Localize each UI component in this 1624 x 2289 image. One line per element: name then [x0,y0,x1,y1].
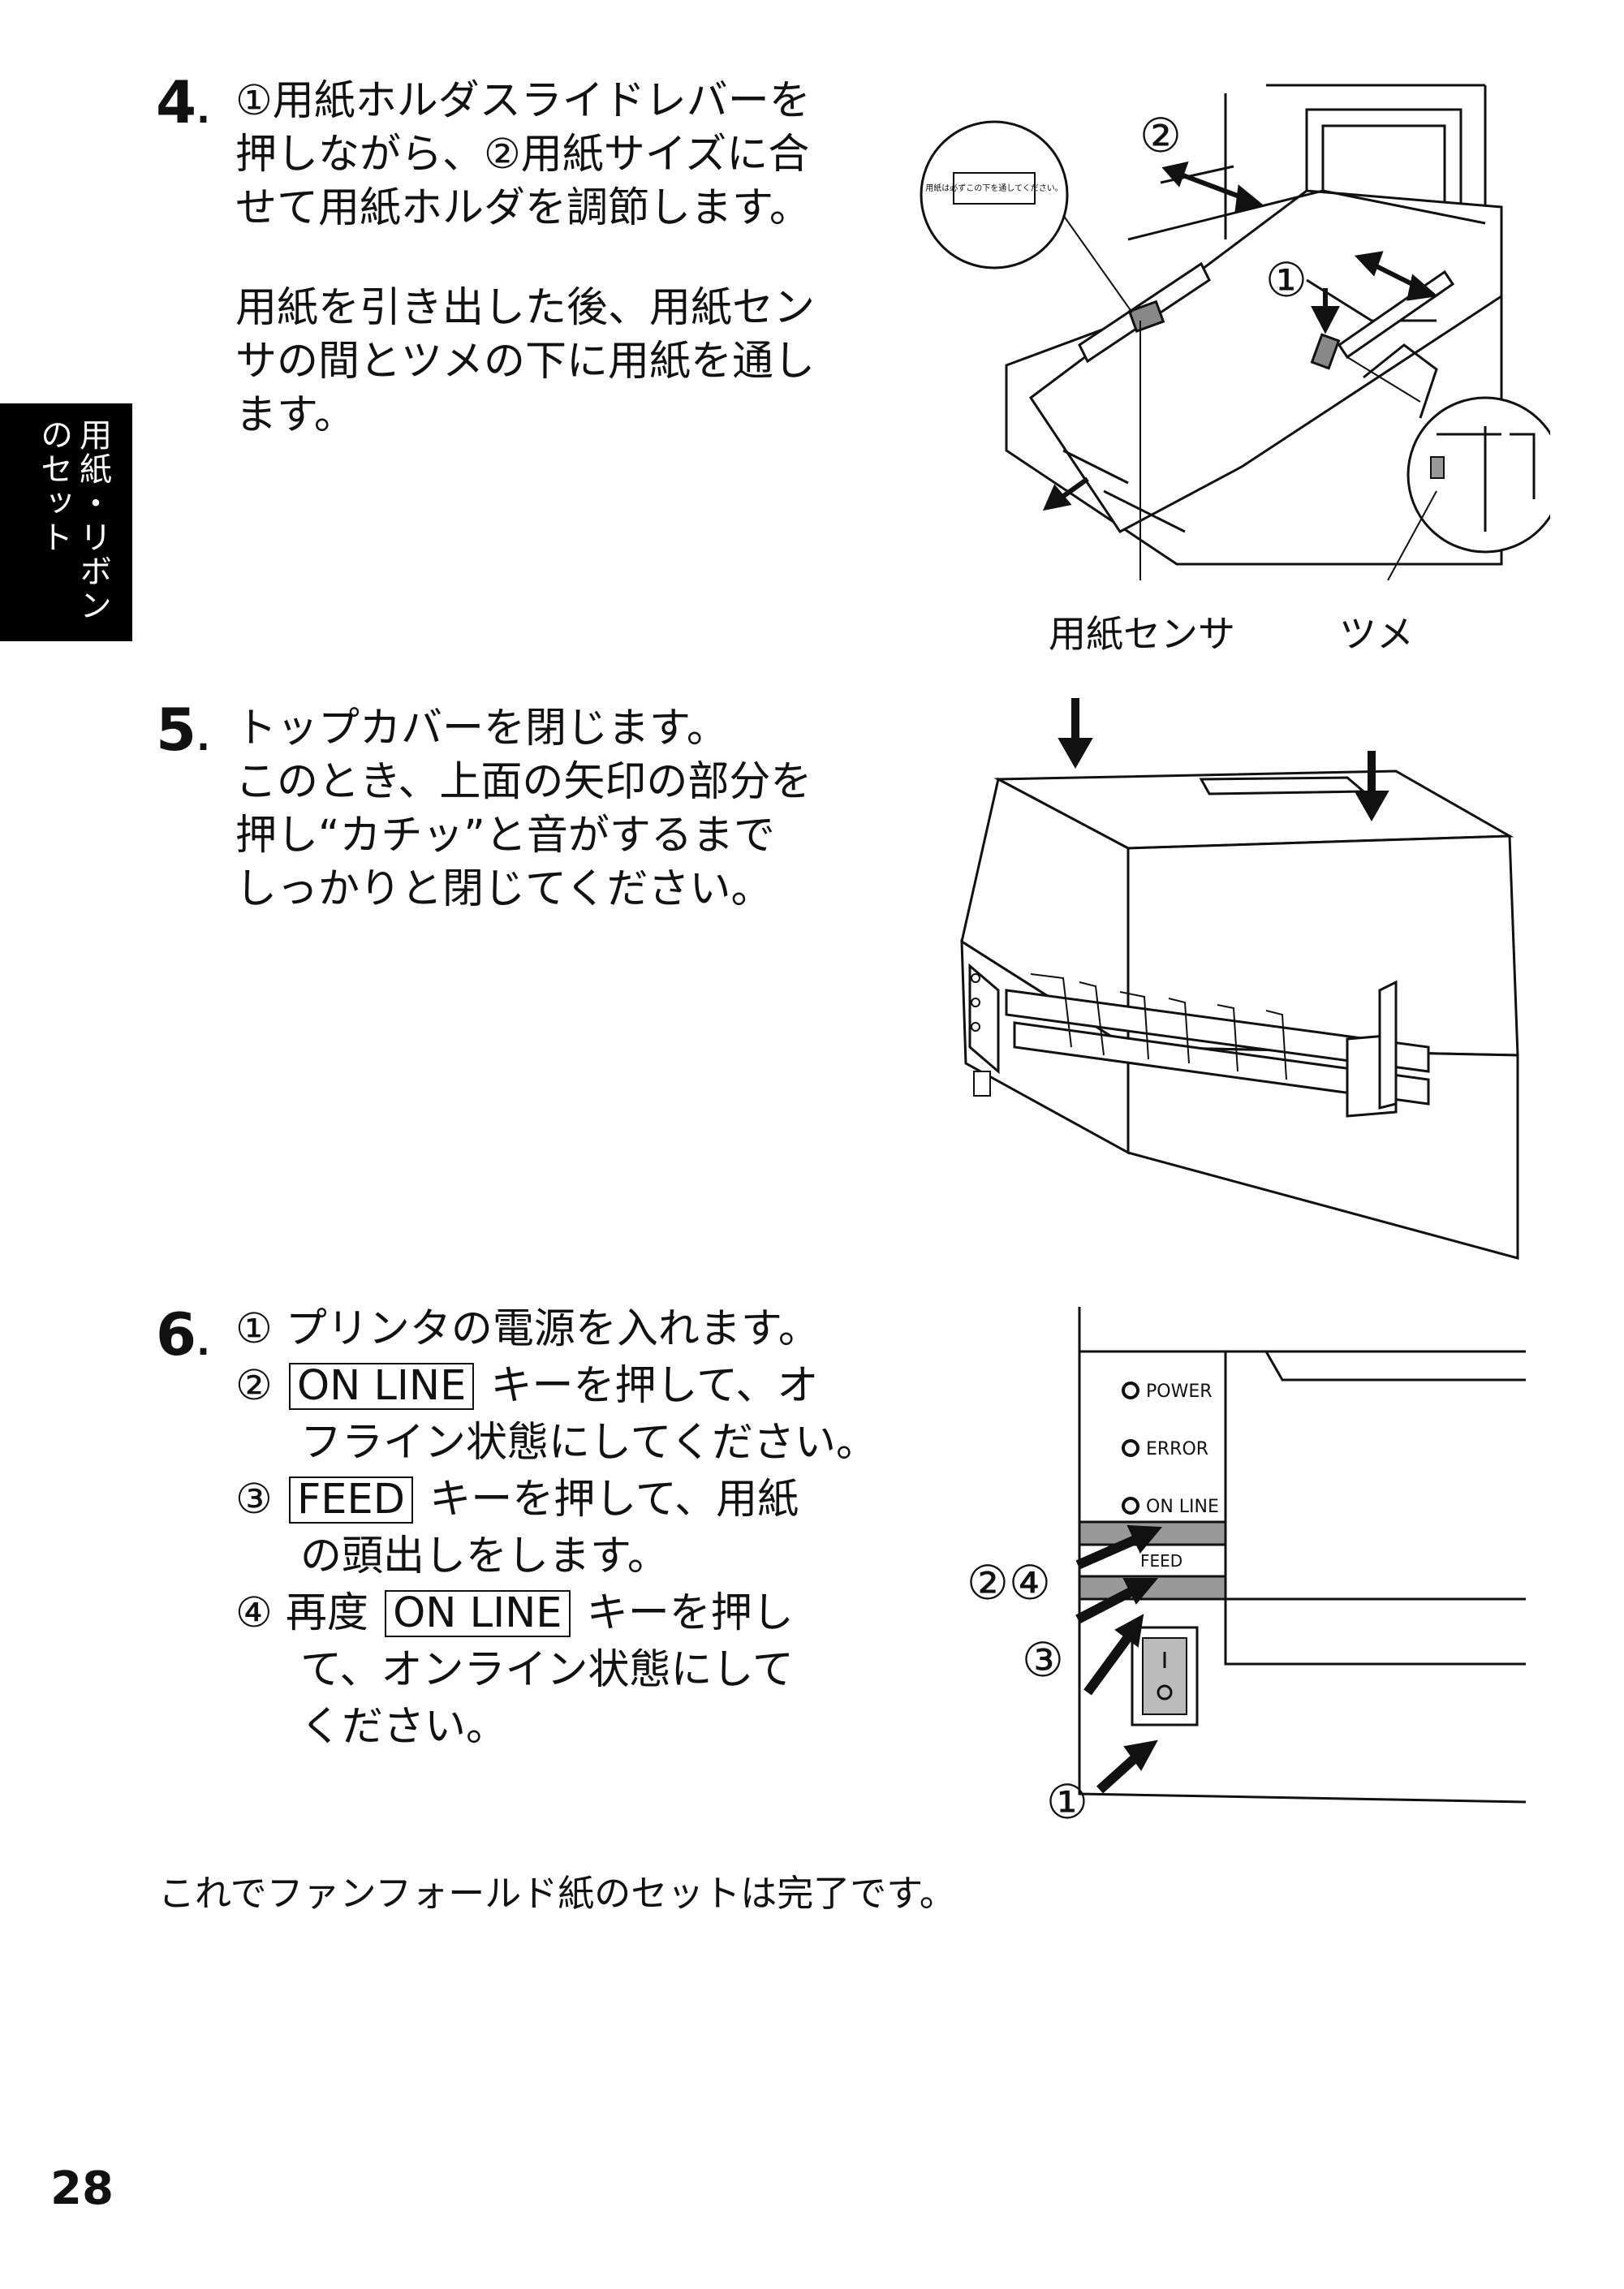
feed-key-text: FEED [1140,1551,1182,1571]
step-6-number: 6. [156,1300,210,1369]
control-panel-figure: POWER ERROR ON LINE FEED ②④ ③ ① [967,1307,1526,1826]
step-4-note-line-3: ます。 [235,391,355,439]
step-6-item-4-cont-1: て、オンライン状態にして [300,1646,794,1694]
marker-2-text: ② [1139,108,1182,163]
step-6-item-3-number: ③ [235,1476,273,1524]
marker-1-text: ① [1265,252,1307,308]
step-4-line-1: ①用紙ホルダスライドレバーを [235,77,811,125]
step-6-item-1: ① プリンタの電源を入れます。 [235,1305,820,1353]
step-4-note-line-1: 用紙を引き出した後、用紙セン [235,284,816,332]
marker-1-switch-text: ① [1046,1774,1088,1826]
paper-holder-figure: 用紙は必ずこの下を通してください。 ② ① [920,84,1550,580]
section-side-tab: 用紙・リボン のセット [0,403,132,641]
power-led-label: POWER [1146,1382,1213,1402]
step-4-number: 4. [156,68,210,136]
step-5-line-4: しっかりと閉じてください。 [235,865,773,913]
step-6-item-2: ② ON LINE キーを押して、オ [235,1358,877,1415]
step-4-note-line-2: サの間とツメの下に用紙を通し [235,338,816,386]
online-key-label: ON LINE [288,1363,475,1410]
step-6-instructions: ① プリンタの電源を入れます。 ② ON LINE キーを押して、オ フライン状… [235,1301,877,1756]
step-6-item-3-cont: の頭出しをします。 [300,1532,669,1580]
caption-claw: ツメ [1339,612,1414,656]
step-6-item-3-text: キーを押して、用紙 [429,1476,799,1524]
side-tab-label-1: 用紙・リボン [74,418,111,623]
page-number: 28 [50,2162,114,2215]
step-5-line-1: トップカバーを閉じます。 [235,705,728,752]
top-cover-figure [960,698,1519,1260]
marker-3-text: ③ [1022,1632,1064,1688]
step-6-item-4-cont-2: ください。 [300,1703,508,1751]
feed-key-label: FEED [288,1476,414,1524]
online-key-label-2: ON LINE [385,1590,571,1637]
step-6-item-4-prefix: ④ 再度 [235,1589,368,1637]
step-5-line-3: 押し“カチッ”と音がするまで [235,812,775,860]
step-6-item-3: ③ FEED キーを押して、用紙 [235,1472,877,1528]
step-4-line-3: せて用紙ホルダを調節します。 [235,184,811,232]
marker-2-4-text: ②④ [967,1555,1051,1610]
caption-paper-sensor: 用紙センサ [1049,612,1235,656]
step-6-item-2-text: キーを押して、オ [490,1362,819,1410]
completion-note: これでファンフォールド紙のセットは完了です。 [158,1872,956,1915]
online-key [1078,1520,1227,1546]
step-4-paper-feed-note: 用紙を引き出した後、用紙セン サの間とツメの下に用紙を通し ます。 [235,282,815,442]
error-led-label: ERROR [1146,1439,1208,1459]
step-5-number: 5. [156,696,210,764]
step-4-instructions: ①用紙ホルダスライドレバーを 押しながら、②用紙サイズに合 せて用紙ホルダを調節… [235,75,811,235]
step-5-line-2: このとき、上面の矢印の部分を [235,758,812,806]
step-4-line-2: 押しながら、②用紙サイズに合 [235,131,810,179]
side-tab-label-2: のセット [35,418,72,554]
step-5-instructions: トップカバーを閉じます。 このとき、上面の矢印の部分を 押し“カチッ”と音がする… [235,702,812,916]
online-led-label: ON LINE [1146,1497,1219,1517]
step-6-item-2-cont: フライン状態にしてください。 [300,1419,877,1467]
sensor-sticker-label: 用紙は必ずこの下を通してください。 [925,183,1062,193]
step-6-item-4-text: キーを押し [586,1589,794,1637]
step-6-item-4: ④ 再度 ON LINE キーを押し [235,1585,877,1642]
step-6-item-2-number: ② [235,1362,273,1410]
